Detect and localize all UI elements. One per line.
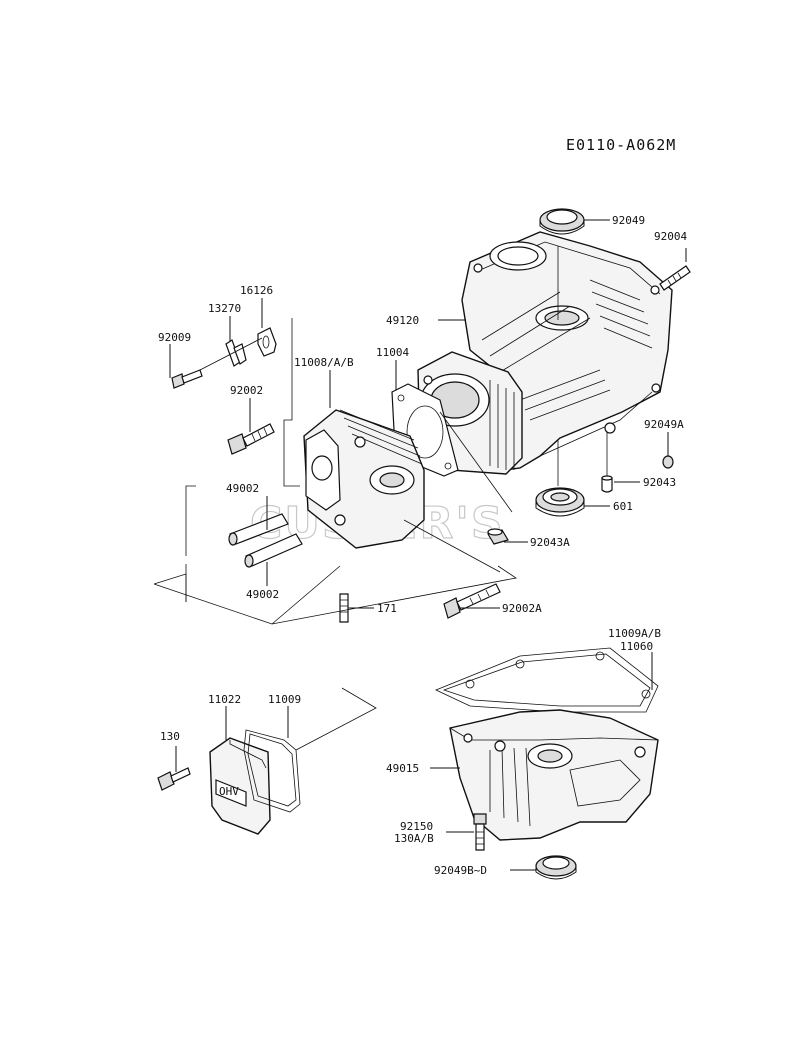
label-16126: 16126 — [240, 284, 273, 297]
diagram-code: E0110-A062M — [566, 136, 676, 154]
label-130AB: 130A/B — [394, 832, 434, 845]
cover-badge: OHV — [219, 785, 239, 798]
label-92002A: 92002A — [502, 602, 542, 615]
label-92049BD: 92049B~D — [434, 864, 487, 877]
label-601: 601 — [613, 500, 633, 513]
label-92043A: 92043A — [530, 536, 570, 549]
leader-frame-cover — [295, 687, 377, 751]
crankcase-gasket-11060 — [435, 647, 659, 713]
cylinder-head — [303, 409, 425, 549]
label-92049A: 92049A — [644, 418, 684, 431]
label-11009: 11009 — [268, 693, 301, 706]
oil-seal-92049BD — [535, 855, 577, 880]
label-92150: 92150 — [400, 820, 433, 833]
bolt-92009 — [171, 369, 203, 389]
rocker-cover-11022: OHV — [209, 737, 271, 835]
guide-49002-upper — [228, 513, 289, 546]
label-49015: 49015 — [386, 762, 419, 775]
pin-92043A — [487, 528, 509, 545]
label-49002-lower: 49002 — [246, 588, 279, 601]
stud-171 — [339, 593, 349, 623]
bolt-92002 — [227, 423, 275, 455]
bolt-130 — [157, 767, 191, 791]
bolt-92150 — [473, 813, 487, 851]
stud-92004 — [659, 265, 691, 291]
label-92049: 92049 — [612, 214, 645, 227]
part-labels: 92049 92004 16126 13270 92009 49120 1100… — [158, 214, 687, 877]
bracket-13270 — [225, 339, 247, 367]
cover-gasket-11009 — [243, 729, 301, 813]
label-11022: 11022 — [208, 693, 241, 706]
label-11009AB: 11009A/B — [608, 627, 661, 640]
leader-frames-upper — [153, 246, 608, 625]
label-171: 171 — [377, 602, 397, 615]
label-11008: 11008/A/B — [294, 356, 354, 369]
label-92043: 92043 — [643, 476, 676, 489]
plate-16126 — [257, 327, 277, 357]
leader-lines — [169, 219, 687, 871]
label-92009: 92009 — [158, 331, 191, 344]
label-11004: 11004 — [376, 346, 409, 359]
bearing-601 — [535, 487, 585, 517]
label-49120: 49120 — [386, 314, 419, 327]
label-92004: 92004 — [654, 230, 687, 243]
label-92002: 92002 — [230, 384, 263, 397]
pin-92043 — [601, 475, 613, 493]
plug-92049A — [662, 455, 674, 469]
label-49002-upper: 49002 — [226, 482, 259, 495]
label-130: 130 — [160, 730, 180, 743]
oil-pan-49015 — [449, 709, 659, 841]
bolt-92002A — [443, 583, 501, 619]
label-13270: 13270 — [208, 302, 241, 315]
guide-49002-lower — [244, 533, 303, 568]
oil-seal-92049 — [539, 208, 585, 235]
label-11060: 11060 — [620, 640, 653, 653]
